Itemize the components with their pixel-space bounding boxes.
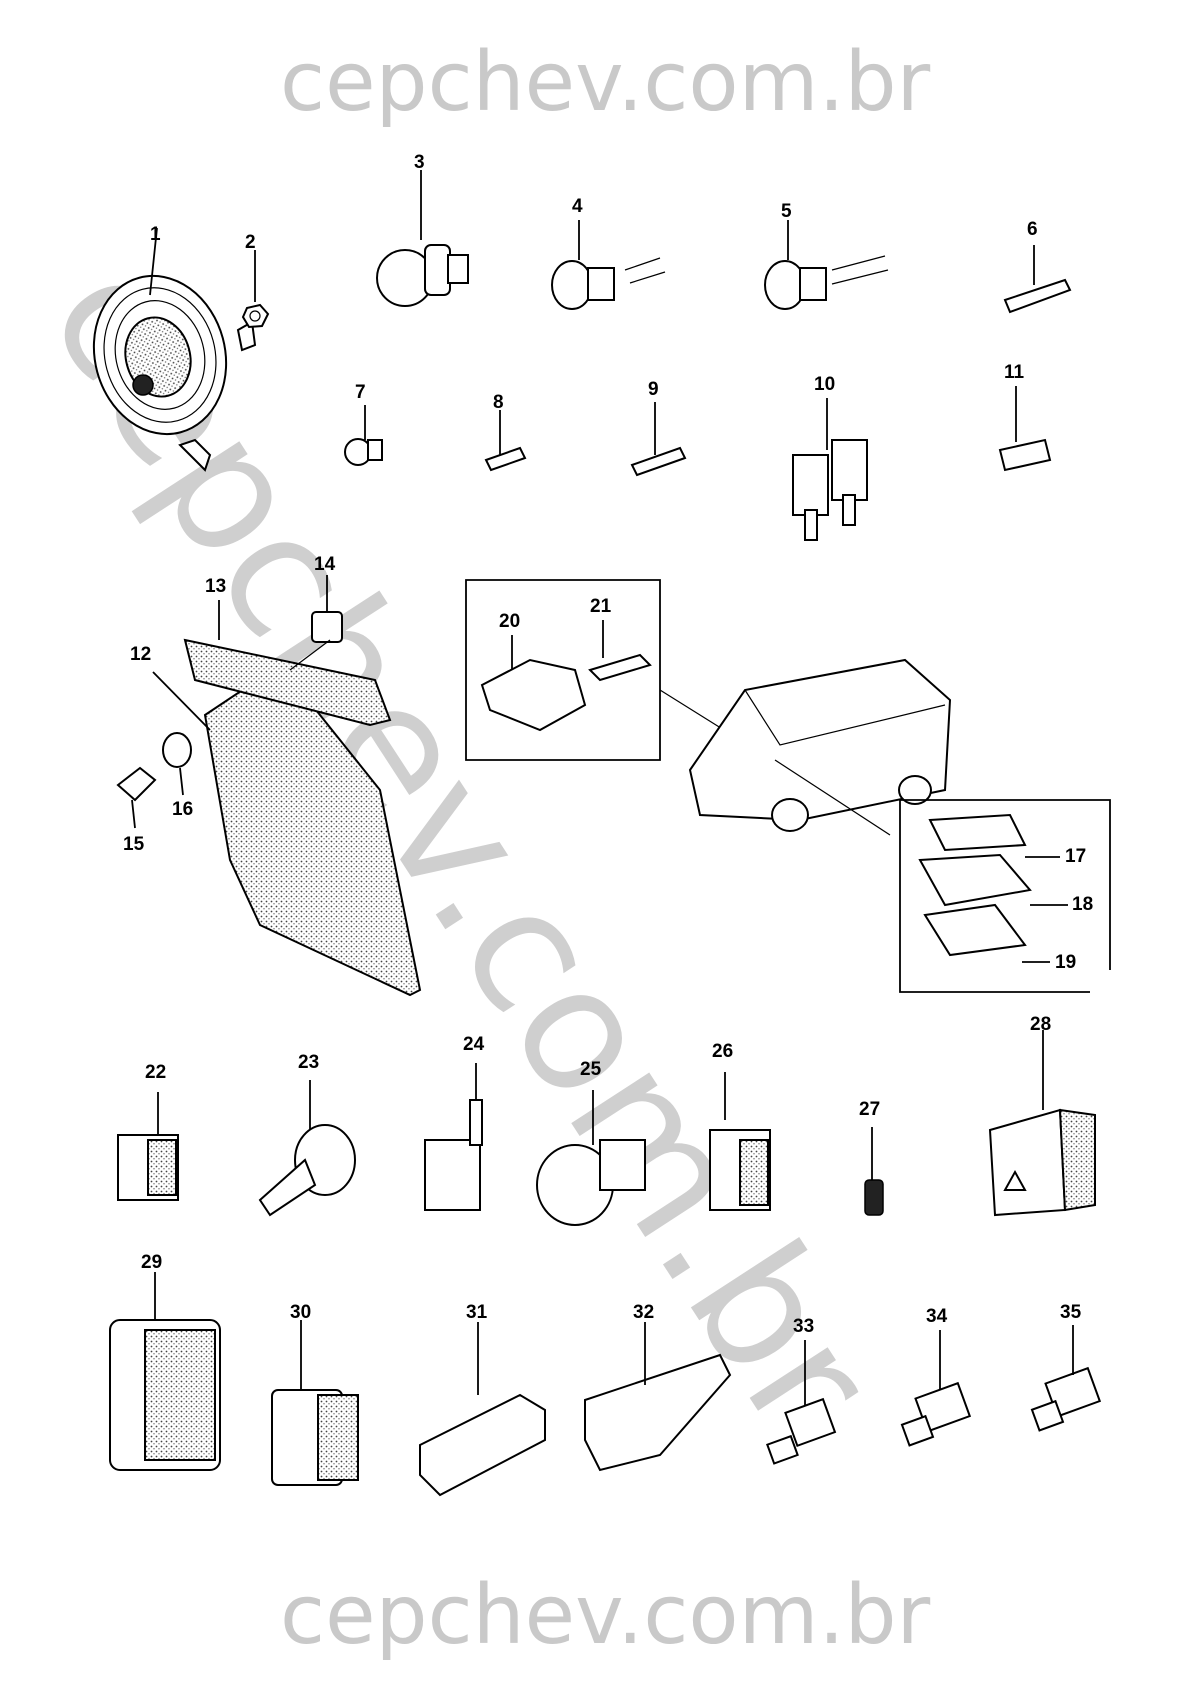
callout-25: 25 bbox=[580, 1059, 602, 1080]
callout-4: 4 bbox=[572, 196, 583, 217]
callout-9: 9 bbox=[648, 379, 659, 400]
callout-24: 24 bbox=[463, 1034, 485, 1055]
inset-box-connector bbox=[465, 579, 741, 761]
part-switch-29 bbox=[109, 1272, 221, 1471]
part-sensor-34 bbox=[900, 1330, 972, 1447]
part-cover-13 bbox=[183, 600, 392, 727]
callout-3: 3 bbox=[414, 152, 425, 173]
callout-14: 14 bbox=[314, 554, 336, 575]
callout-11: 11 bbox=[1004, 362, 1025, 383]
part-horn bbox=[92, 227, 257, 472]
part-switch-25 bbox=[536, 1090, 646, 1226]
part-festoon-bulb-9 bbox=[630, 402, 687, 477]
part-nut bbox=[241, 250, 270, 329]
callout-27: 27 bbox=[859, 1099, 880, 1120]
part-washer-16 bbox=[162, 732, 192, 796]
part-flasher-24 bbox=[424, 1063, 483, 1211]
callout-17: 17 bbox=[1065, 846, 1086, 867]
callout-1: 1 bbox=[150, 224, 161, 245]
callout-18: 18 bbox=[1072, 894, 1093, 915]
watermark-bottom: cepchev.com.br bbox=[280, 1568, 931, 1663]
callout-33: 33 bbox=[793, 1316, 814, 1337]
callout-29: 29 bbox=[141, 1252, 162, 1273]
part-switch-32 bbox=[584, 1322, 732, 1472]
part-festoon-bulb bbox=[1003, 245, 1072, 314]
callout-30: 30 bbox=[290, 1302, 311, 1323]
part-relay-22 bbox=[117, 1092, 179, 1201]
callout-8: 8 bbox=[493, 392, 504, 413]
callout-31: 31 bbox=[466, 1302, 488, 1323]
callout-10: 10 bbox=[814, 374, 835, 395]
part-connector-11 bbox=[998, 386, 1052, 472]
callout-34: 34 bbox=[926, 1306, 948, 1327]
callout-28: 28 bbox=[1030, 1014, 1051, 1035]
inset-box-fuse-holder bbox=[899, 799, 1111, 993]
vehicle-van bbox=[688, 658, 952, 836]
callout-22: 22 bbox=[145, 1062, 166, 1083]
callout-15: 15 bbox=[123, 834, 145, 855]
part-bulb-5 bbox=[764, 220, 889, 310]
callout-19: 19 bbox=[1055, 952, 1076, 973]
callout-35: 35 bbox=[1060, 1302, 1082, 1323]
part-fuses bbox=[792, 398, 868, 541]
callout-16: 16 bbox=[172, 799, 193, 820]
callout-2: 2 bbox=[245, 232, 256, 253]
part-wedge-bulb-8 bbox=[484, 410, 527, 472]
callout-32: 32 bbox=[633, 1302, 654, 1323]
part-switch-30 bbox=[271, 1320, 359, 1486]
callout-7: 7 bbox=[355, 382, 366, 403]
callout-13: 13 bbox=[205, 576, 226, 597]
part-hazard-switch bbox=[988, 1030, 1096, 1217]
callout-5: 5 bbox=[781, 201, 792, 222]
part-sensor-35 bbox=[1030, 1325, 1102, 1432]
part-switch-31 bbox=[419, 1322, 546, 1497]
callout-23: 23 bbox=[298, 1052, 319, 1073]
callout-6: 6 bbox=[1027, 219, 1038, 240]
callout-12: 12 bbox=[130, 644, 151, 665]
callout-20: 20 bbox=[499, 611, 520, 632]
callout-21: 21 bbox=[590, 596, 612, 617]
part-clip-15 bbox=[116, 766, 157, 829]
part-sensor-33 bbox=[766, 1340, 837, 1465]
callout-26: 26 bbox=[712, 1041, 733, 1062]
watermark-top: cepchev.com.br bbox=[280, 35, 931, 130]
part-small-bulb-7 bbox=[344, 405, 383, 466]
part-clip-14 bbox=[289, 575, 343, 671]
part-switch-23 bbox=[258, 1080, 356, 1217]
part-relay-26 bbox=[709, 1072, 771, 1211]
part-bulb-socket bbox=[376, 170, 469, 307]
part-clip-27 bbox=[864, 1127, 884, 1216]
part-bulb-4 bbox=[551, 220, 666, 310]
